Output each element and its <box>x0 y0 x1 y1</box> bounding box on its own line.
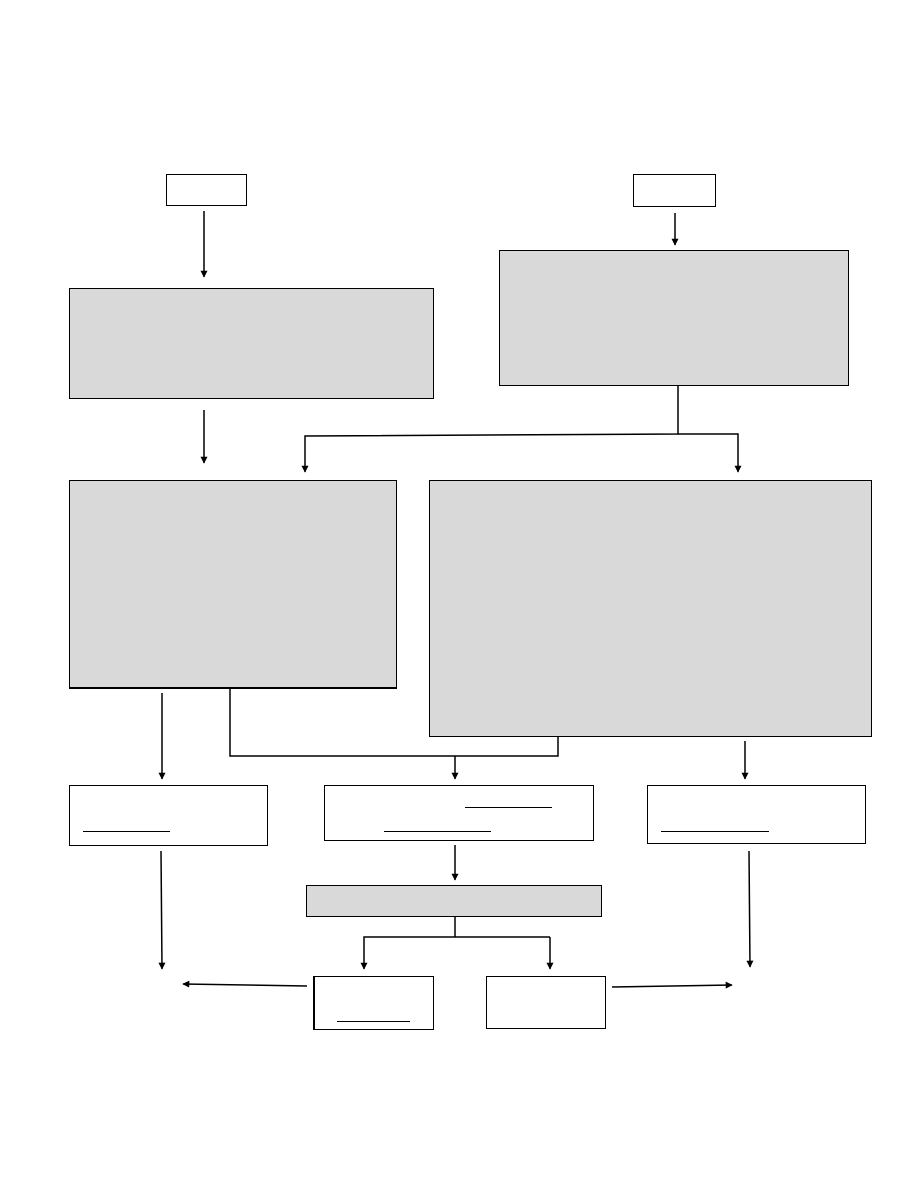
decision-bar <box>306 885 602 917</box>
connector-left-mid-merge <box>229 688 559 757</box>
result-box-left-underline <box>337 1021 410 1022</box>
start-box-left <box>166 174 247 206</box>
outcome-box-right-underline <box>661 831 769 832</box>
outcome-box-left <box>69 785 268 846</box>
result-box-right <box>486 976 606 1029</box>
arrow-outcome-left-down <box>158 850 166 970</box>
process-box-left-top <box>69 288 434 399</box>
result-box-left <box>313 976 434 1030</box>
start-box-right <box>633 174 716 207</box>
process-box-right-mid <box>429 480 872 737</box>
connector-right-top-split <box>301 386 679 473</box>
outcome-box-center <box>324 785 594 841</box>
outcome-box-center-underline-bottom <box>384 831 491 832</box>
outcome-box-center-underline-top <box>465 807 552 808</box>
arrow-result-left-to-left <box>182 980 308 988</box>
process-box-left-mid <box>69 480 397 689</box>
connector-right-top-to-right-mid <box>678 433 742 473</box>
connector-bar-to-result-left <box>360 936 550 970</box>
outcome-box-left-underline <box>83 831 170 832</box>
process-box-right-top <box>499 250 849 386</box>
arrow-result-right-to-right <box>611 981 733 989</box>
outcome-box-right <box>647 785 866 844</box>
arrow-outcome-right-down <box>746 850 754 968</box>
